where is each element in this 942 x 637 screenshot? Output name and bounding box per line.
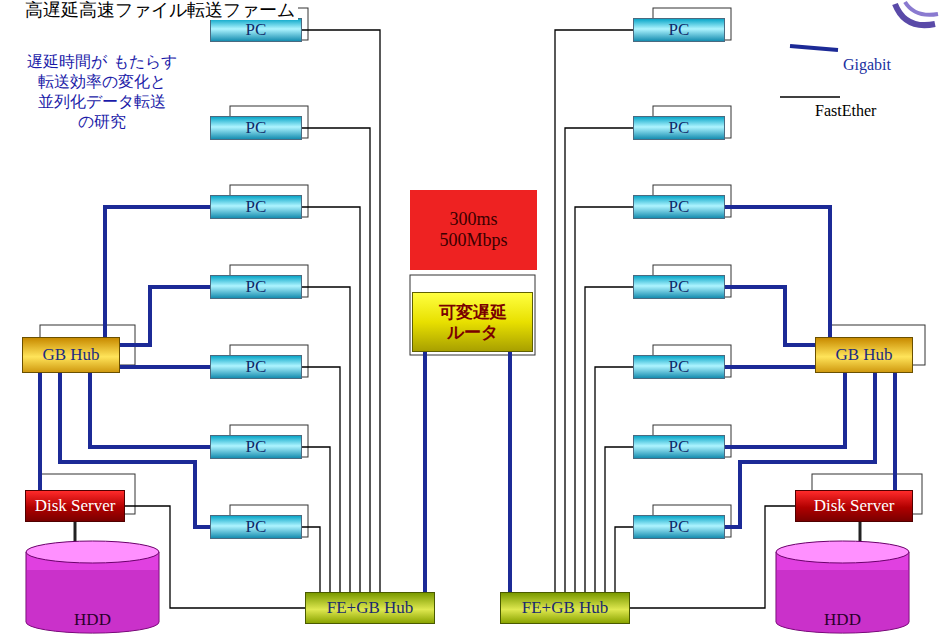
gigabit-link	[423, 352, 427, 592]
pc-box: PC	[633, 275, 725, 299]
fastether-link	[302, 447, 330, 592]
node-text: PC	[246, 517, 267, 537]
pc-box: PC	[210, 116, 302, 140]
pc-box: PC	[633, 515, 725, 539]
node-text: PC	[669, 20, 690, 40]
gigabit-link	[725, 287, 815, 345]
hdd-cylinder: HDD	[775, 540, 910, 634]
node-text: FE+GB Hub	[327, 598, 414, 618]
hdd-cylinder: HDD	[25, 540, 160, 634]
node-text: GB Hub	[835, 345, 892, 365]
node-text: PC	[669, 437, 690, 457]
node-text: 300ms 500Mbps	[429, 209, 519, 251]
gigabit-link	[725, 365, 815, 369]
node-text: PC	[246, 20, 267, 40]
node-text: PC	[246, 277, 267, 297]
fastether-link	[630, 506, 795, 608]
gigabit-hub: GB Hub	[815, 337, 913, 373]
disk-server: Disk Server	[25, 490, 125, 522]
node-text: Disk Server	[814, 496, 895, 516]
node-text: GB Hub	[42, 345, 99, 365]
fastether-link	[302, 207, 360, 592]
disk-server: Disk Server	[795, 490, 913, 522]
fastether-link	[565, 128, 633, 592]
fastether-link	[615, 527, 633, 592]
fe-gb-hub: FE+GB Hub	[305, 592, 435, 624]
fastether-link	[605, 447, 633, 592]
diagram-title: 高遅延高速ファイル転送ファーム	[22, 0, 298, 20]
pc-box: PC	[210, 515, 302, 539]
legend-line-fastether	[780, 96, 840, 97]
delay-router: 可変遅延 ルータ	[412, 292, 533, 352]
node-text: PC	[669, 118, 690, 138]
node-text: PC	[246, 197, 267, 217]
gigabit-link	[120, 365, 210, 369]
fastether-link	[575, 207, 633, 592]
gigabit-link	[105, 207, 210, 337]
pc-box: PC	[210, 195, 302, 219]
node-text: PC	[246, 118, 267, 138]
fastether-link	[555, 30, 633, 592]
node-text: HDD	[824, 610, 861, 630]
node-text: PC	[669, 357, 690, 377]
delay-spec-box: 300ms 500Mbps	[410, 190, 537, 270]
fastether-link	[302, 128, 370, 592]
pc-box: PC	[210, 435, 302, 459]
gigabit-link	[90, 373, 210, 447]
legend-text: Gigabit	[843, 56, 891, 74]
logo	[895, 2, 938, 25]
node-text: FE+GB Hub	[522, 598, 609, 618]
node-text: PC	[669, 197, 690, 217]
gigabit-hub: GB Hub	[22, 337, 120, 373]
fastether-link	[302, 30, 380, 592]
node-text: HDD	[74, 610, 111, 630]
node-text: PC	[246, 437, 267, 457]
node-text: Disk Server	[35, 496, 116, 516]
research-note: 遅延時間が もたらす 転送効率の変化と 並列化データ転送 の研究	[22, 52, 182, 132]
pc-box: PC	[633, 116, 725, 140]
pc-box: PC	[633, 195, 725, 219]
pc-box: PC	[633, 435, 725, 459]
pc-box: PC	[210, 355, 302, 379]
node-text: PC	[669, 517, 690, 537]
gigabit-link	[38, 373, 42, 490]
node-text: PC	[669, 277, 690, 297]
fastether-link	[595, 367, 633, 592]
fastether-link	[302, 527, 320, 592]
pc-box: PC	[210, 275, 302, 299]
gigabit-link	[893, 373, 897, 490]
gigabit-link	[725, 373, 845, 447]
device-outline	[40, 8, 925, 537]
legend-line-gigabit	[790, 46, 838, 50]
fastether-link	[302, 367, 340, 592]
gigabit-link	[120, 287, 210, 345]
pc-box: PC	[633, 18, 725, 42]
gigabit-link	[725, 207, 830, 337]
node-text: 可変遅延 ルータ	[423, 302, 523, 343]
fastether-link	[585, 287, 633, 592]
gigabit-link	[508, 352, 512, 592]
fe-gb-hub: FE+GB Hub	[500, 592, 630, 624]
fastether-link	[302, 287, 350, 592]
pc-box: PC	[210, 18, 302, 42]
legend-text: FastEther	[815, 102, 876, 120]
pc-box: PC	[633, 355, 725, 379]
node-text: PC	[246, 357, 267, 377]
